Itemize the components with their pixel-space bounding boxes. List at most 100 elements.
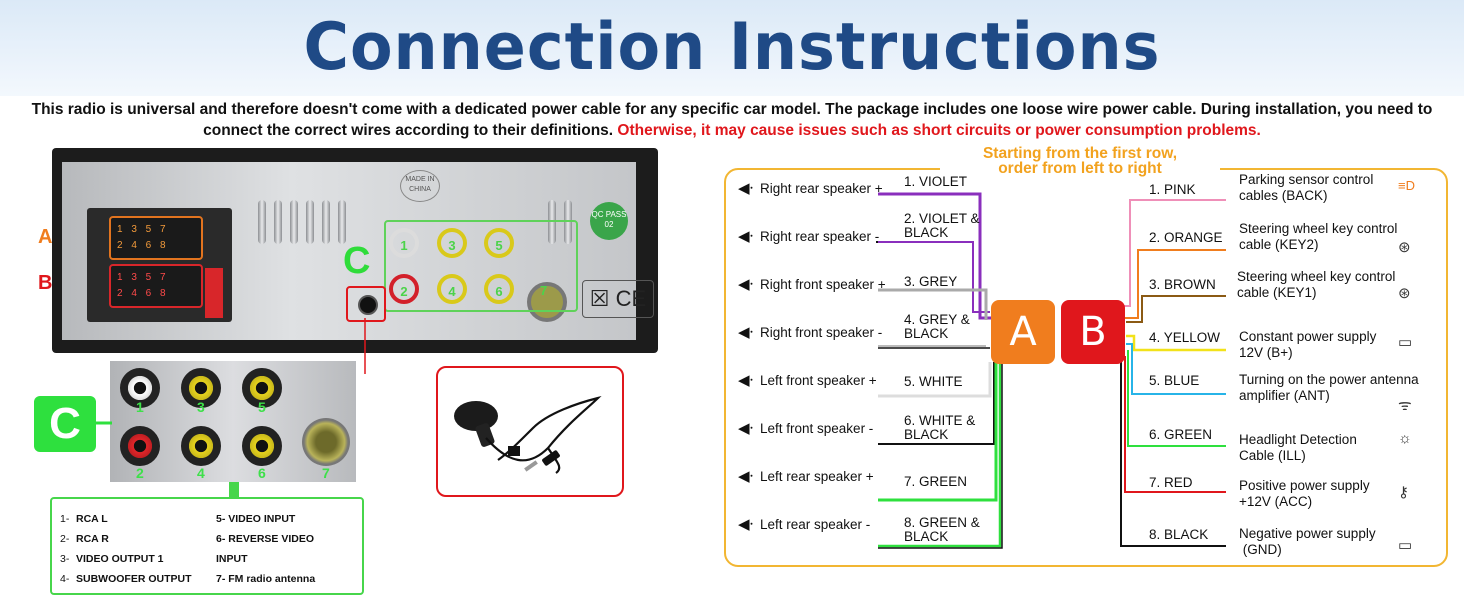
desc-line: Steering wheel key control [1237, 269, 1396, 284]
antenna-icon: ᯤ [1398, 397, 1412, 414]
badge-a: A [991, 300, 1055, 364]
key-icon: ⚷ [1398, 484, 1409, 501]
antenna-number: 7 [540, 283, 548, 298]
wire-label: 6. WHITE &BLACK [904, 414, 975, 442]
speaker-label: Left front speaker + [760, 373, 877, 388]
legend-num: 3- [60, 553, 70, 565]
zoom-jack-yellow [181, 368, 221, 408]
legend-num: 4- [60, 573, 70, 585]
ce-text: CE [615, 286, 647, 311]
wire-label: 5. BLUE [1149, 373, 1200, 388]
speaker-icon: ◀⸱ [738, 420, 754, 437]
desc-line: cable (KEY1) [1237, 285, 1317, 300]
rca-number: 1 [400, 238, 408, 253]
wire-label: 1. PINK [1149, 182, 1196, 197]
legend-item: 5- VIDEO INPUT [216, 513, 296, 525]
speaker-label: Right rear speaker + [760, 181, 883, 196]
rca-jack-yellow: 3 [437, 228, 467, 258]
vent-slot [564, 200, 572, 244]
legend-item: VIDEO OUTPUT 1 [76, 553, 164, 565]
speaker-row: ◀⸱Left rear speaker + [738, 466, 898, 486]
label-b: B [38, 272, 53, 294]
desc-line: Negative power supply [1239, 526, 1376, 541]
wire-label: 8. GREEN &BLACK [904, 516, 980, 544]
pin-row: 1 3 5 7 [117, 272, 169, 283]
wire-label: 3. BROWN [1149, 277, 1216, 292]
desc-line: cables (BACK) [1239, 188, 1328, 203]
qc-pass-sticker: QC PASS 02 [590, 202, 628, 240]
speaker-icon: ◀⸱ [738, 228, 754, 245]
antenna-port [527, 282, 567, 322]
wire-label: 7. GREEN [904, 474, 968, 489]
vent-slot [322, 200, 330, 244]
iso-connector-a: 1 3 5 7 2 4 6 8 [109, 216, 203, 260]
microphone-panel [436, 366, 624, 497]
desc-line: cable (KEY2) [1239, 237, 1319, 252]
mic-jack-hole [358, 295, 378, 315]
rca-jack-yellow: 4 [437, 274, 467, 304]
desc-line: Constant power supply [1239, 329, 1377, 344]
wire-label-line: BLACK [904, 529, 949, 544]
speaker-icon: ◀⸱ [738, 276, 754, 293]
desc-line: (GND) [1242, 542, 1282, 557]
zoom-jack-yellow [181, 426, 221, 466]
zoom-number: 5 [258, 399, 266, 415]
steering-wheel-icon: ⊛ [1398, 239, 1411, 256]
made-in-china-stamp: MADE IN CHINA [400, 170, 440, 202]
speaker-label: Left rear speaker + [760, 469, 874, 484]
wire-label-line: BLACK [904, 427, 949, 442]
desc-line: +12V (ACC) [1239, 494, 1313, 509]
legend-item: 6- REVERSE VIDEO [216, 533, 315, 545]
wire-description: Positive power supply+12V (ACC) [1239, 478, 1370, 510]
zoom-jack-white [120, 368, 160, 408]
rca-jack-yellow: 6 [484, 274, 514, 304]
iso-connector: 1 3 5 7 2 4 6 8 1 3 5 7 2 4 6 8 [87, 208, 232, 322]
sun-icon: ☼ [1398, 430, 1412, 447]
wire-label-line: BLACK [904, 225, 949, 240]
fuse-red [205, 268, 223, 318]
rca-jack-white: 1 [389, 228, 419, 258]
badge-b: B [1061, 300, 1125, 364]
pin-row: 2 4 6 8 [117, 288, 169, 299]
legend-connector [229, 482, 239, 497]
legend-num: 2- [60, 533, 70, 545]
intro-text: This radio is universal and therefore do… [8, 99, 1456, 141]
intro-warning: Otherwise, it may cause issues such as s… [617, 122, 1261, 139]
speaker-row: ◀⸱ Right front speaker + [738, 274, 898, 294]
zoom-label-c: C [34, 396, 96, 452]
pins-bottom: 1 3 5 7 2 4 6 8 [117, 270, 169, 302]
wire-label: 8. BLACK [1149, 527, 1209, 542]
intro-body: This radio is universal and therefore do… [31, 101, 1433, 139]
wire-label: 5. WHITE [904, 374, 963, 389]
zoom-connector-line [96, 421, 112, 425]
battery-icon: ▭ [1398, 334, 1413, 351]
vent-slot [338, 200, 346, 244]
pin-row: 1 3 5 7 [117, 224, 169, 235]
wire-label-line: 8. GREEN & [904, 515, 980, 530]
zoom-number: 6 [258, 465, 266, 481]
zoom-jack-red [120, 426, 160, 466]
pin-row: 2 4 6 8 [117, 240, 169, 251]
zoom-jack-yellow [242, 368, 282, 408]
vent-slot [306, 200, 314, 244]
speaker-row: ◀⸱ Left front speaker + [738, 370, 898, 390]
start-note: Starting from the first row,order from l… [940, 146, 1220, 176]
vent-slot [258, 200, 266, 244]
speaker-label: Right front speaker + [760, 277, 886, 292]
mic-jack-leader [364, 318, 366, 374]
rca-number: 4 [448, 284, 456, 299]
speaker-icon: ◀⸱ [738, 372, 754, 389]
speaker-row: ◀⸱Left rear speaker - [738, 514, 898, 534]
start-note-line: order from left to right [998, 160, 1162, 177]
vent-slot [274, 200, 282, 244]
desc-line: 12V (B+) [1239, 345, 1293, 360]
parking-light-icon: ≡D [1398, 178, 1415, 193]
zoom-number: 3 [197, 399, 205, 415]
desc-line: Steering wheel key control [1239, 221, 1398, 236]
desc-line: Turning on the power antenna [1239, 372, 1419, 387]
wire-label: 1. VIOLET [904, 174, 968, 189]
rca-number: 3 [448, 238, 456, 253]
speaker-label: Right front speaker - [760, 325, 883, 340]
